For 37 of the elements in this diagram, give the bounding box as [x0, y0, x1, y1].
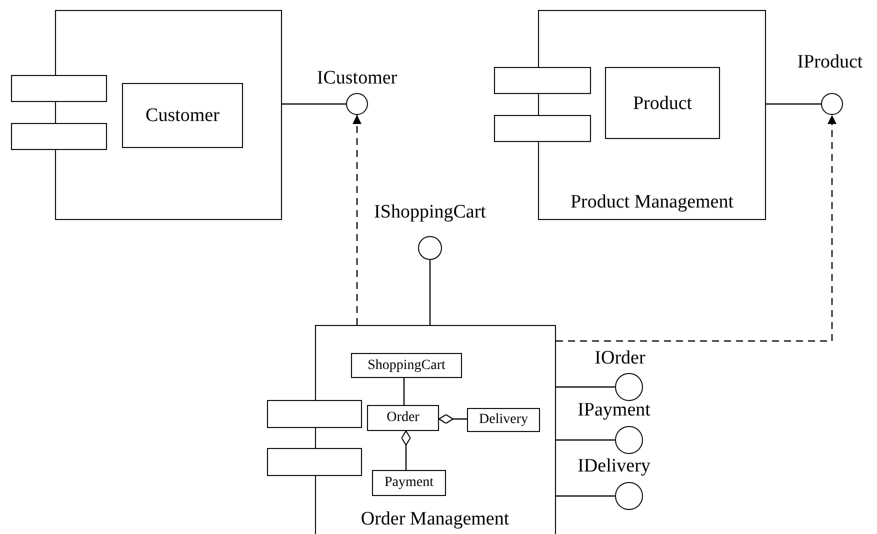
class-box: [122, 83, 243, 148]
interface-label: IPayment: [578, 400, 650, 420]
interface-label: IOrder: [594, 348, 646, 368]
interface-circle: [821, 93, 843, 115]
class-name: Customer: [146, 106, 220, 125]
class-name: Product: [632, 94, 692, 112]
interface-label: IProduct: [797, 52, 863, 72]
dependency-arrow: [556, 115, 836, 342]
interface-circle: [418, 236, 442, 260]
connector-line: [556, 386, 615, 388]
connector-line: [556, 495, 615, 497]
class-box: [372, 470, 446, 496]
class-name: Order: [386, 411, 420, 425]
component-name: Order Management: [360, 510, 510, 528]
interface-circle: [615, 482, 643, 510]
class-name: Payment: [384, 476, 434, 490]
connector-line: [438, 414, 467, 424]
connector-line: [403, 378, 405, 405]
connector-line: [429, 260, 431, 325]
connector-line: [282, 103, 346, 105]
class-box: [351, 353, 462, 378]
class-box: [605, 67, 720, 139]
interface-label: IDelivery: [578, 456, 650, 476]
class-box: [367, 405, 439, 431]
connector-line: [401, 430, 411, 470]
dependency-arrow: [352, 115, 362, 325]
class-name: Delivery: [479, 413, 528, 427]
component-name: Product Management: [570, 192, 734, 212]
class-box: [467, 408, 540, 432]
interface-label: ICustomer: [316, 68, 398, 88]
interface-circle: [615, 373, 643, 401]
connector-line: [766, 103, 821, 105]
interface-label: IShoppingCart: [374, 202, 486, 222]
class-name: ShoppingCart: [368, 358, 446, 372]
connector-line: [556, 439, 615, 441]
interface-circle: [615, 426, 643, 454]
interface-circle: [346, 93, 368, 115]
